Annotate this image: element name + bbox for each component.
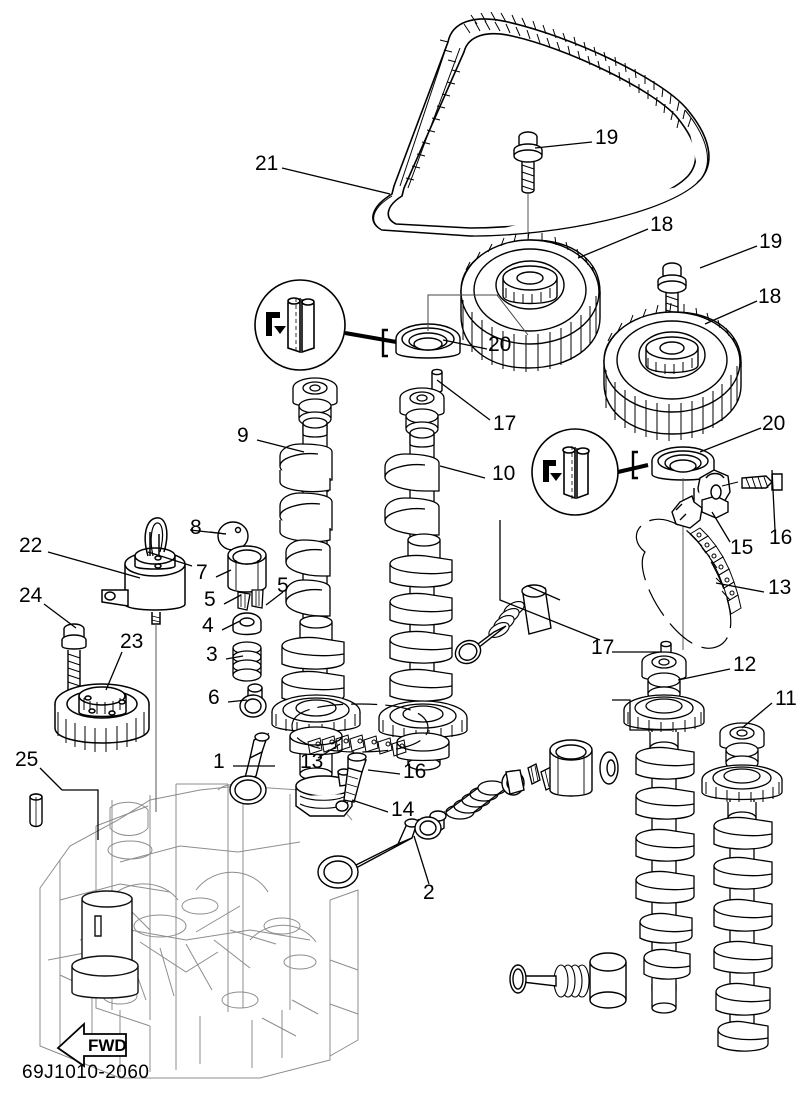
bolt-sprocket-2 — [657, 262, 687, 322]
callout-1: 1 — [213, 750, 225, 773]
callout-16b: 16 — [403, 760, 427, 783]
camshaft-intake-2 — [623, 651, 705, 1014]
callout-20b: 20 — [762, 412, 786, 435]
valve-intake-left — [229, 732, 270, 805]
callout-10: 10 — [492, 462, 516, 485]
callout-3: 3 — [206, 643, 218, 666]
callout-21: 21 — [255, 152, 279, 175]
callout-9: 9 — [237, 424, 249, 447]
callout-14: 14 — [391, 798, 415, 821]
leader-lines — [39, 141, 776, 885]
detail-bracket-lower — [631, 450, 638, 480]
bolt-sprocket-1 — [513, 131, 543, 194]
seal-alignment-upper — [427, 294, 498, 331]
fwd-arrow: FWD — [56, 1021, 127, 1068]
bolt-chain-guide — [343, 752, 367, 803]
timing-chain-left — [291, 703, 429, 757]
camshaft-exhaust-1 — [378, 387, 468, 771]
detail-circle-upper — [254, 279, 346, 371]
woodruff-key — [29, 793, 43, 828]
callout-4: 4 — [202, 614, 214, 637]
block-boss-left — [71, 890, 139, 999]
callout-18b: 18 — [758, 285, 782, 308]
callout-19: 19 — [595, 126, 619, 149]
camshaft-sprocket-2 — [603, 302, 742, 441]
callout-6: 6 — [208, 686, 220, 709]
timing-belt-teeth — [405, 11, 692, 181]
oil-seal-upper — [395, 323, 461, 359]
callout-20: 20 — [488, 333, 512, 356]
callout-17b: 17 — [591, 636, 615, 659]
bolt-tensioner-mount — [61, 623, 87, 694]
callout-24: 24 — [19, 584, 43, 607]
spring-retainer-center — [501, 769, 525, 796]
callout-25: 25 — [15, 748, 39, 771]
valve-exhaust-center — [317, 818, 420, 889]
fwd-arrow-label: FWD — [88, 1036, 127, 1055]
callout-5: 5 — [204, 588, 216, 611]
callout-7: 7 — [196, 561, 208, 584]
valve-assembly-middle — [454, 584, 552, 665]
seal-pointer-upper — [496, 294, 529, 336]
callout-19b: 19 — [759, 230, 783, 253]
valve-seal-center — [414, 810, 447, 840]
timing-chain-right — [635, 518, 742, 649]
valve-spring-left — [232, 641, 262, 682]
callout-2: 2 — [423, 881, 435, 904]
callout-13: 13 — [768, 576, 792, 599]
camshaft-sprocket-1 — [460, 231, 601, 372]
detail-circle-lower — [531, 428, 619, 516]
callout-18: 18 — [650, 213, 674, 236]
valve-assembly-bottom — [509, 952, 627, 1009]
camshaft-exhaust-2 — [701, 722, 783, 1052]
valve-lifter-center — [549, 739, 593, 797]
chain-tensioner-arm — [671, 469, 739, 529]
valve-cotter-left — [237, 589, 264, 611]
callout-16: 16 — [769, 526, 793, 549]
callout-23: 23 — [120, 630, 144, 653]
drive-sprocket — [54, 683, 150, 752]
engine-block-ghost — [39, 783, 359, 1079]
callout-22: 22 — [19, 534, 43, 557]
callout-5b: 5 — [277, 574, 289, 597]
bolt-tensioner — [741, 473, 783, 491]
callout-15: 15 — [730, 536, 754, 559]
callout-11: 11 — [775, 687, 797, 710]
camshaft-intake-1 — [271, 377, 361, 781]
spring-retainer-left — [232, 612, 262, 636]
callout-13b: 13 — [300, 750, 324, 773]
valve-pad-center — [599, 751, 619, 785]
oil-seal-lower — [651, 446, 715, 481]
callout-12: 12 — [733, 653, 757, 676]
valve-lifter-left — [227, 545, 267, 593]
timing-belt — [372, 18, 710, 237]
detail-bracket-upper — [381, 328, 388, 358]
callout-17: 17 — [493, 412, 517, 435]
valve-spring-center — [445, 780, 507, 820]
callout-8: 8 — [190, 516, 202, 539]
part-number: 69J1010-2060 — [22, 1062, 150, 1083]
